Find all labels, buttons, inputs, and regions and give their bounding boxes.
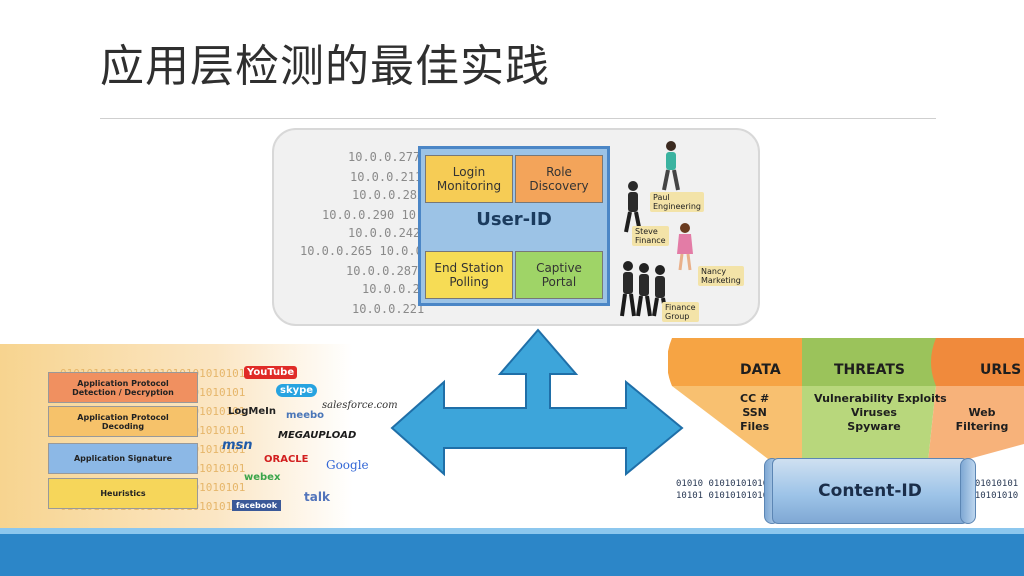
data-items: CC # SSN Files: [740, 392, 770, 433]
content-id-panel: DATA THREATS URLS CC # SSN Files Vulnera…: [668, 334, 1024, 534]
protocol-detection-layer: Application Protocol Detection / Decrypt…: [48, 372, 198, 403]
finance-group-tag: Finance Group: [662, 302, 699, 322]
slide-title: 应用层检测的最佳实践: [100, 41, 550, 92]
meebo-logo: meebo: [286, 410, 325, 421]
msn-logo: msn: [222, 438, 253, 453]
footer-bar: [0, 534, 1024, 576]
layer-label: Heuristics: [100, 489, 146, 498]
urls-label: URLS: [980, 362, 1022, 378]
threat-items: Vulnerability Exploits Viruses Spyware: [814, 392, 947, 433]
title-divider: [100, 118, 936, 119]
layer-label: Application Protocol Decoding: [77, 412, 169, 431]
login-monitoring-label: Login Monitoring: [436, 165, 502, 193]
content-id-bar: Content-ID: [772, 458, 968, 524]
captive-portal-cell: Captive Portal: [515, 251, 603, 299]
end-station-polling-label: End Station Polling: [434, 261, 504, 289]
content-id-label: Content-ID: [818, 481, 922, 501]
binary-stream-left: 01010 01010101010 10101 01010101010: [676, 479, 769, 501]
ip-address: 10.0.0.2:: [362, 282, 428, 296]
oracle-logo: ORACLE: [264, 454, 309, 465]
footer-accent: [0, 528, 1024, 534]
ip-address: 10.0.0.290 10.: [322, 208, 424, 222]
data-label: DATA: [740, 362, 781, 378]
ip-address: 10.0.0.287: [346, 264, 419, 278]
login-monitoring-cell: Login Monitoring: [425, 155, 513, 203]
layer-label: Application Protocol Detection / Decrypt…: [72, 378, 174, 397]
protocol-decoding-layer: Application Protocol Decoding: [48, 406, 198, 437]
heuristics-layer: Heuristics: [48, 478, 198, 509]
walking-person-icon: [677, 223, 693, 271]
bidirectional-arrow-icon: [390, 328, 684, 477]
layer-label: Application Signature: [73, 454, 173, 463]
content-funnel: [668, 338, 1024, 462]
end-station-polling-cell: End Station Polling: [425, 251, 513, 299]
google-logo: Google: [326, 458, 369, 472]
nancy-marketing-tag: Nancy Marketing: [698, 266, 744, 286]
youtube-logo: YouTube: [244, 366, 298, 379]
ip-address: 10.0.0.221: [352, 302, 425, 316]
logmein-logo: LogMeIn: [228, 406, 276, 417]
facebook-logo: facebook: [232, 500, 282, 511]
role-discovery-label: Role Discovery: [529, 165, 589, 193]
megaupload-logo: MEGAUPLOAD: [278, 430, 357, 441]
webex-logo: webex: [244, 472, 281, 483]
skype-logo: skype: [276, 384, 318, 397]
user-id-label: User-ID: [476, 209, 552, 230]
pipe-cap-right: [960, 458, 976, 524]
users-illustration: Paul Engineering Steve Finance Nancy Mar…: [616, 136, 756, 322]
google-talk-logo: talk: [304, 490, 330, 504]
walking-person-icon: [662, 141, 680, 191]
url-items: Web Filtering: [955, 406, 1009, 433]
binary-stream-right: 0101010101 1010101010: [964, 479, 1019, 501]
paul-engineering-tag: Paul Engineering: [650, 192, 704, 212]
ip-address: 10.0.0.277: [348, 150, 421, 164]
ip-address: 10.0.0.242: [348, 226, 421, 240]
ip-address: 10.0.0.265 10.0.0.: [300, 244, 431, 258]
steve-finance-tag: Steve Finance: [632, 226, 669, 246]
group-people-icon: [620, 261, 668, 317]
user-id-box: Login Monitoring Role Discovery User-ID …: [418, 146, 610, 306]
application-signature-layer: Application Signature: [48, 443, 198, 474]
threats-label: THREATS: [834, 362, 905, 378]
user-id-panel: 10.0.0.277 10.0.0.211 10.0.0.282 10.0.0.…: [272, 128, 760, 326]
app-id-panel: 0101010101010101010101010101 01010101010…: [0, 344, 398, 534]
ip-address: 10.0.0.282: [352, 188, 425, 202]
ip-address: 10.0.0.211: [350, 170, 423, 184]
captive-portal-label: Captive Portal: [536, 261, 582, 289]
salesforce-logo: salesforce.com: [322, 400, 398, 411]
role-discovery-cell: Role Discovery: [515, 155, 603, 203]
